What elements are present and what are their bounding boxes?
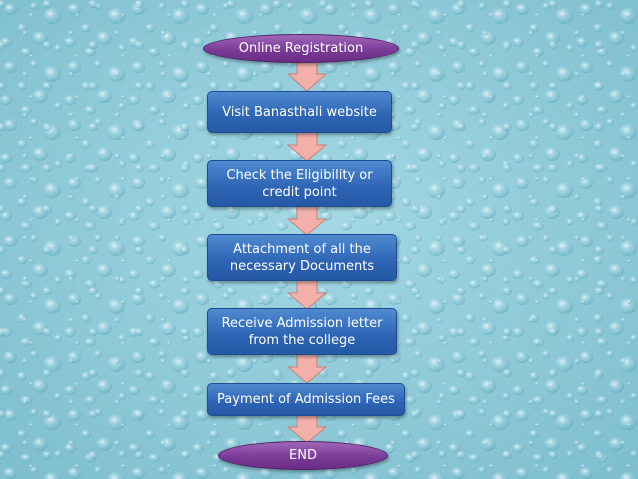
step-payment-of-fees: Payment of Admission Fees (207, 383, 405, 416)
down-arrow-1 (287, 60, 327, 92)
step-attach-documents: Attachment of all the necessary Document… (207, 234, 397, 281)
step-receive-admission-letter: Receive Admission letter from the colleg… (207, 308, 397, 355)
start-label: Online Registration (238, 41, 364, 56)
down-arrow-3 (287, 206, 327, 236)
end-terminal: END (218, 441, 388, 470)
step-4-line-1: Receive Admission letter (221, 315, 383, 331)
step-3-line-2: necessary Documents (229, 258, 375, 274)
step-check-eligibility: Check the Eligibility or credit point (207, 160, 392, 207)
step-4-line-2: from the college (248, 332, 356, 348)
end-label: END (289, 448, 317, 463)
step-visit-website: Visit Banasthali website (207, 91, 392, 133)
step-5-text: Payment of Admission Fees (217, 392, 395, 407)
start-terminal: Online Registration (203, 34, 399, 63)
down-arrow-6 (287, 414, 327, 444)
step-2-line-2: credit point (262, 184, 337, 200)
step-1-text: Visit Banasthali website (222, 104, 377, 120)
step-2-line-1: Check the Eligibility or (226, 167, 373, 183)
step-3-line-1: Attachment of all the (233, 241, 371, 257)
down-arrow-2 (287, 132, 327, 162)
down-arrow-5 (287, 354, 327, 384)
down-arrow-4 (287, 280, 327, 310)
